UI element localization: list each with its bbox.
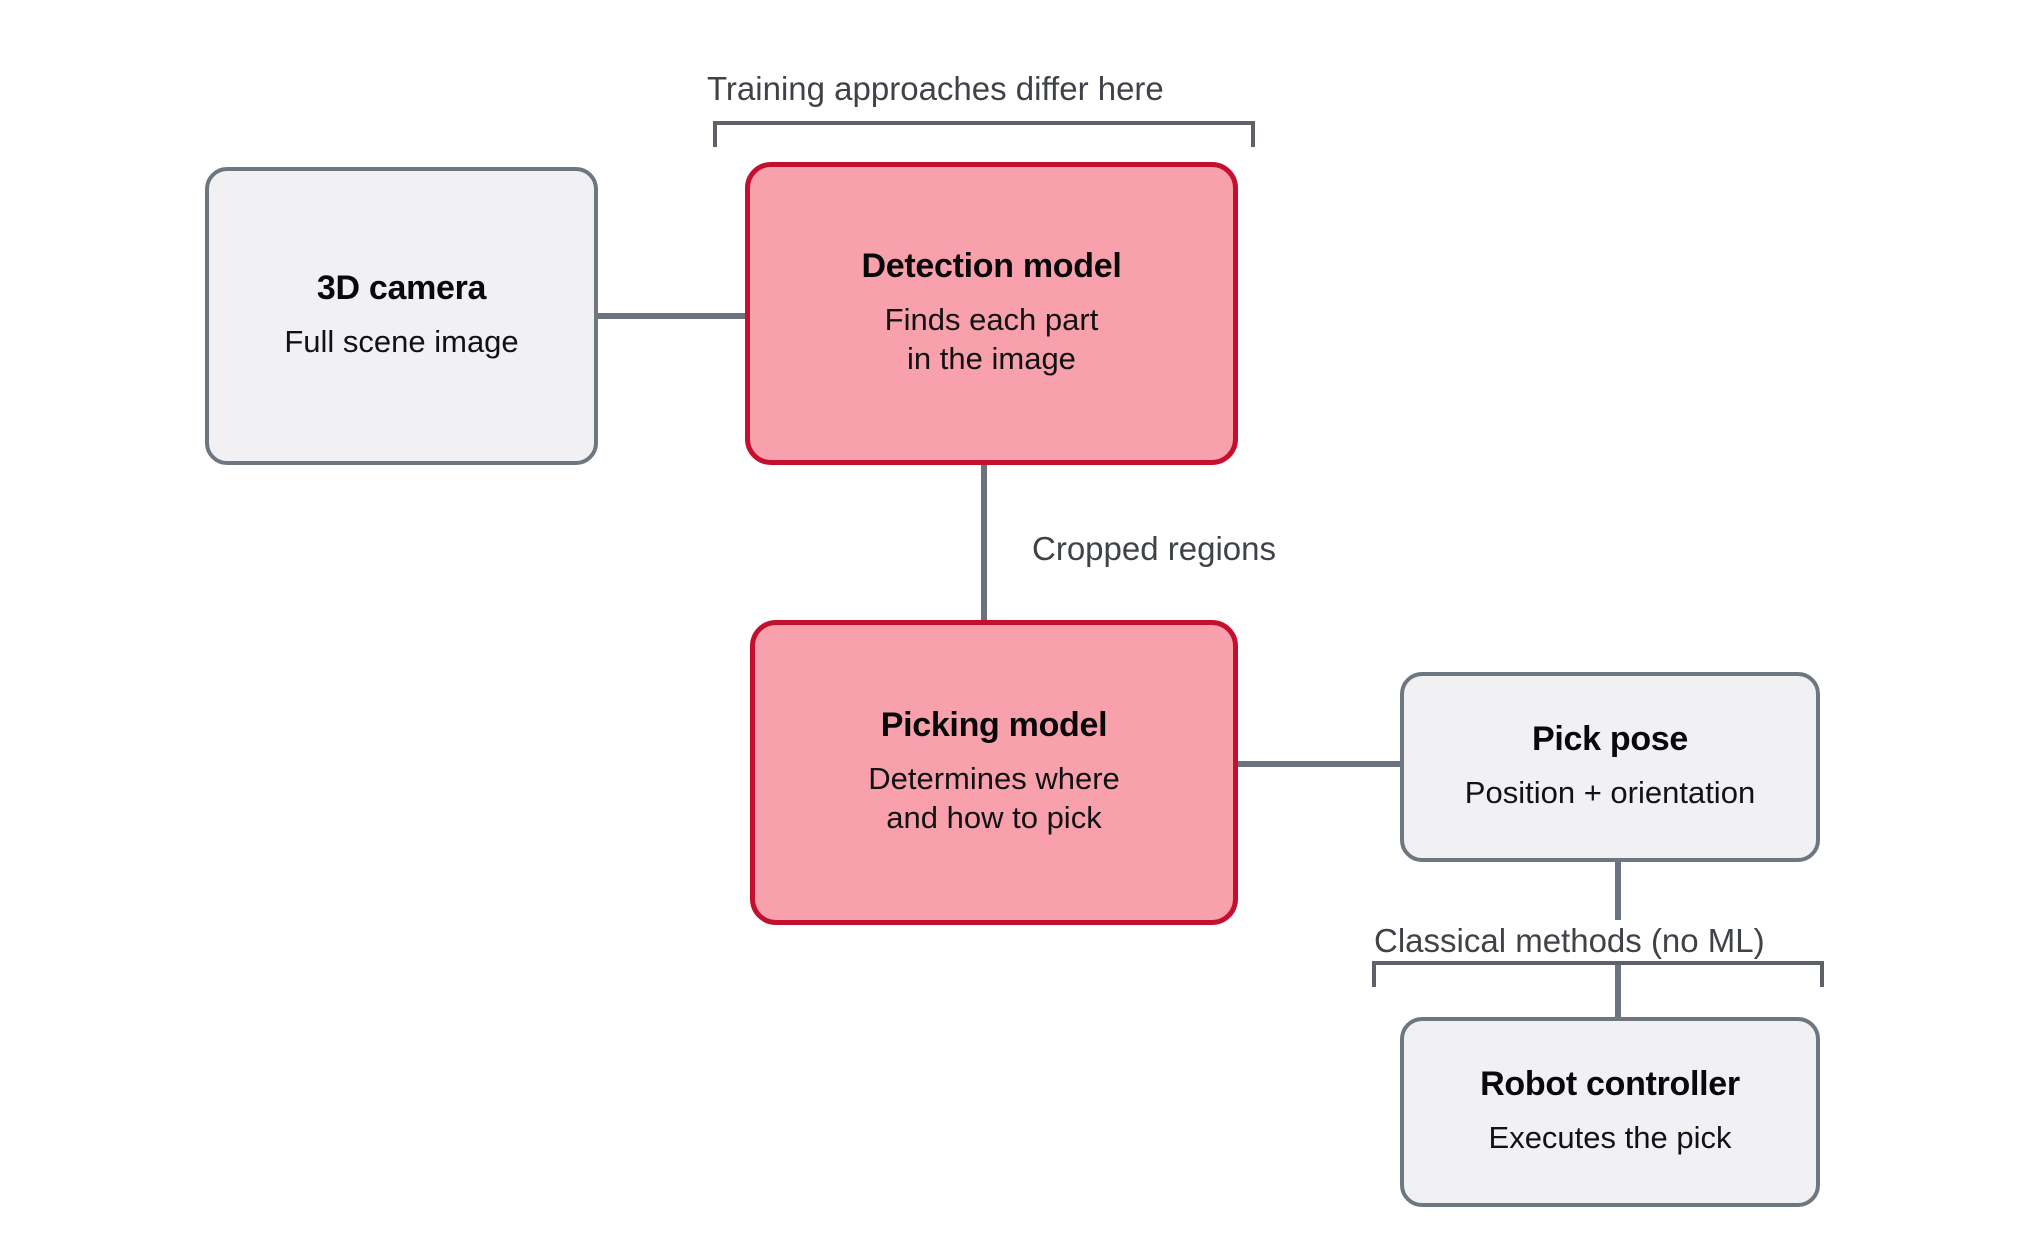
node-robot-controller[interactable]: Robot controller Executes the pick <box>1400 1017 1820 1207</box>
annotation-bracket-classical <box>1372 961 1824 987</box>
edge-picking-to-pickpose <box>1228 761 1406 767</box>
node-title: Pick pose <box>1531 720 1689 759</box>
edge-camera-to-detection <box>592 313 752 319</box>
annotation-label-training: Training approaches differ here <box>707 70 1164 107</box>
node-title: Detection model <box>861 247 1122 286</box>
node-title: 3D camera <box>316 269 487 308</box>
annotation-bracket-training <box>713 121 1255 147</box>
node-subtitle: Determines where and how to pick <box>868 760 1120 836</box>
node-detection-model[interactable]: Detection model Finds each part in the i… <box>745 162 1238 465</box>
node-title: Picking model <box>880 706 1108 745</box>
node-pick-pose[interactable]: Pick pose Position + orientation <box>1400 672 1820 862</box>
node-subtitle: Full scene image <box>284 323 519 359</box>
annotation-label-classical: Classical methods (no ML) <box>1364 920 1775 961</box>
node-3d-camera[interactable]: 3D camera Full scene image <box>205 167 598 465</box>
node-subtitle: Finds each part in the image <box>884 301 1099 377</box>
node-subtitle: Executes the pick <box>1488 1119 1732 1155</box>
node-picking-model[interactable]: Picking model Determines where and how t… <box>750 620 1238 925</box>
edge-label-cropped-regions: Cropped regions <box>1032 530 1276 567</box>
node-title: Robot controller <box>1480 1065 1740 1104</box>
node-subtitle: Position + orientation <box>1464 774 1756 810</box>
edge-detection-to-picking <box>981 462 987 624</box>
